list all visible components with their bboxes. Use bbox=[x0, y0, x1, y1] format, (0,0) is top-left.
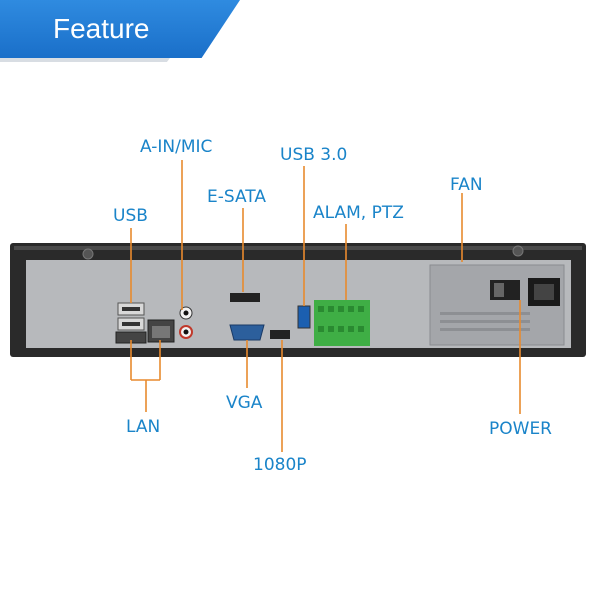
screw-left bbox=[82, 248, 94, 260]
hdmi-port bbox=[270, 330, 290, 339]
lan-port-2-inner bbox=[152, 326, 170, 338]
usb-slot-bottom bbox=[122, 322, 140, 326]
callout-usb30: USB 3.0 bbox=[280, 145, 348, 165]
callout-fan: FAN bbox=[450, 175, 483, 195]
callout-alarm-ptz: ALAM, PTZ bbox=[313, 203, 404, 223]
callout-usb: USB bbox=[113, 206, 148, 226]
vga-port bbox=[229, 324, 265, 341]
chassis-top-edge bbox=[14, 246, 582, 250]
callout-lan: LAN bbox=[126, 417, 161, 437]
esata-port bbox=[230, 293, 260, 302]
screw-right bbox=[512, 245, 524, 257]
usb-slot-top bbox=[122, 307, 140, 311]
callout-power: POWER bbox=[489, 419, 552, 439]
callout-esata: E-SATA bbox=[207, 187, 266, 207]
usb30-port bbox=[297, 305, 311, 329]
banner-title: Feature bbox=[53, 13, 150, 44]
feature-banner bbox=[0, 0, 240, 58]
callout-1080p: 1080P bbox=[253, 455, 307, 475]
callout-a-in-mic: A-IN/MIC bbox=[140, 137, 213, 157]
callout-vga: VGA bbox=[226, 393, 263, 413]
leader-lines bbox=[130, 160, 521, 452]
